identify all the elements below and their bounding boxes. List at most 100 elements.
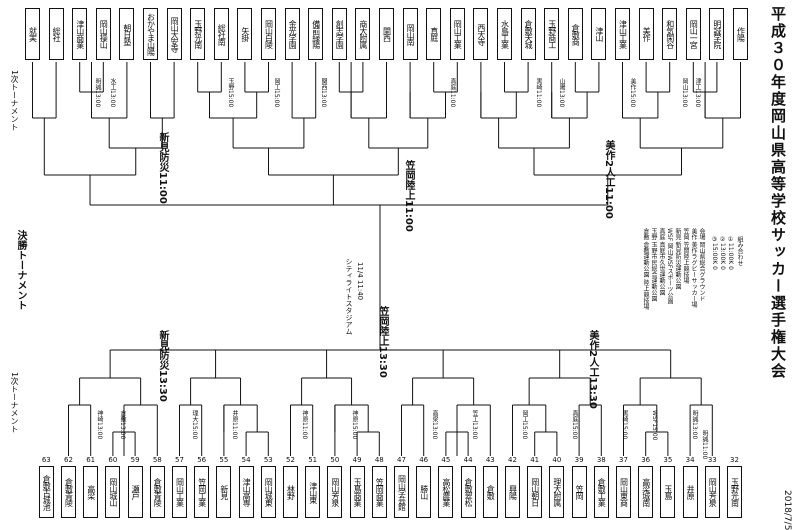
bottom-seed-number: 34 <box>685 456 695 464</box>
match-time-label: 関西13:00 <box>320 78 327 108</box>
team-name: 玉野光南 <box>730 478 740 506</box>
venue-top-left: 新見防災11:00 <box>157 132 168 204</box>
final-time: 11/4 11:40 <box>356 262 364 301</box>
team-name: 西大寺 <box>476 23 486 45</box>
bottom-seed-number: 42 <box>508 456 517 464</box>
venue-top-right: 美作2人工11:00 <box>603 140 614 219</box>
bottom-team-box: 倉敷青陵 <box>149 466 165 518</box>
match-time-label: 水工13:00 <box>109 78 116 108</box>
match-time-label: 岡工15:00 <box>273 78 280 108</box>
final-venue: シティライトスタジアム <box>345 258 353 335</box>
match-time-label: 黒崎11:00 <box>535 78 542 108</box>
bottom-seed-number: 33 <box>707 456 717 464</box>
team-name: 笠岡 <box>575 485 585 499</box>
bottom-team-box: 林野 <box>283 466 298 518</box>
match-time-label: 理大15:00 <box>191 410 198 440</box>
top-team-box: 朝日塾 <box>119 8 135 60</box>
bottom-seed-number: 54 <box>241 456 251 464</box>
match-time-label: 神原11:00 <box>301 410 308 440</box>
top-team-box: 玉野商工 <box>544 8 560 60</box>
team-name: 総社南 <box>217 23 227 45</box>
match-time-label: 美作15:00 <box>629 78 636 108</box>
top-team-box: 西大寺 <box>473 8 489 60</box>
bottom-seed-number: 51 <box>308 456 318 464</box>
team-name: 新見 <box>219 485 229 499</box>
team-name: 岡山城山 <box>108 478 118 506</box>
bottom-seed-number: 36 <box>641 456 651 464</box>
top-team-box: 水島工業 <box>497 8 512 60</box>
bottom-team-box: 津山東 <box>305 466 321 518</box>
team-name: 興陽 <box>508 485 518 499</box>
bottom-seed-number: 43 <box>485 456 495 464</box>
bottom-team-box: 玉野光南 <box>727 466 742 518</box>
venue-line: 笠岡 笠岡陸上競技場 <box>682 228 689 284</box>
match-time-label: 明誠13:00 <box>691 410 698 440</box>
team-name: 岡山南 <box>406 23 416 45</box>
team-name: 岡山大安寺 <box>170 16 180 52</box>
team-name: 就実 <box>28 27 38 41</box>
team-name: 倉敷青陵 <box>153 478 163 506</box>
top-team-box: 金光学園 <box>284 8 300 60</box>
schedule-line: ②13:00K 0 <box>719 236 726 270</box>
bottom-team-box: 倉敷翠松 <box>460 466 476 518</box>
top-team-box: 商大附属 <box>355 8 371 60</box>
team-name: 津山 <box>594 27 604 41</box>
page-title: 平成３０年度岡山県高等学校サッカー選手権大会 <box>769 6 787 380</box>
top-team-box: 岡山工業 <box>449 8 465 60</box>
top-team-box: 岡山一宮 <box>685 8 701 60</box>
team-name: 倉敷天城 <box>524 20 534 48</box>
top-team-box: 美作 <box>638 8 654 60</box>
team-name: 金光学園 <box>288 20 298 48</box>
bottom-seed-number: 58 <box>152 456 162 464</box>
bottom-team-box: 岡山芳泉 <box>704 466 720 518</box>
top-team-box: 備前緑陽 <box>308 8 324 60</box>
venue-top-mid: 笠岡陸上11:00 <box>403 160 414 232</box>
team-name: 岡山学芸館 <box>397 474 407 510</box>
top-team-box: 岡山操山 <box>95 8 111 60</box>
match-time-label: 真庭11:00 <box>449 78 456 108</box>
team-name: 笠岡商業 <box>375 478 385 506</box>
team-name: 朝日塾 <box>122 23 132 45</box>
team-name: 瀬戸 <box>131 485 141 499</box>
bottom-team-box: 岡山芳泉 <box>327 466 343 518</box>
schedule-line: ③15:00K 0 <box>711 236 718 270</box>
team-name: 岡山朝日 <box>530 478 540 506</box>
bottom-team-box: 岡山学芸館 <box>394 466 409 518</box>
top-team-box: 総社南 <box>213 8 229 60</box>
bottom-seed-number: 50 <box>330 456 340 464</box>
bottom-seed-number: 56 <box>197 456 207 464</box>
bottom-seed-number: 57 <box>175 456 184 464</box>
bottom-seed-number: 47 <box>397 456 406 464</box>
team-name: 岡山城東 <box>264 478 274 506</box>
bottom-seed-number: 60 <box>108 456 118 464</box>
team-name: 津山商業 <box>75 20 85 48</box>
bottom-team-box: 理大附属 <box>549 466 565 518</box>
bottom-team-box: 玉島 <box>660 466 676 518</box>
bottom-team-box: 津山高専 <box>238 466 254 518</box>
team-name: 岡山一宮 <box>689 20 699 48</box>
bottom-team-box: 岡山東商 <box>616 466 631 518</box>
team-name: 玉野商工 <box>547 20 557 48</box>
bottom-seed-number: 32 <box>730 456 739 464</box>
bottom-seed-number: 49 <box>352 456 362 464</box>
team-name: 明誠学院 <box>712 20 722 48</box>
team-name: 岡山芳泉 <box>330 478 340 506</box>
match-time-label: 岡山13:00 <box>681 78 688 108</box>
match-time-label: 津工13:00 <box>694 78 701 108</box>
bottom-team-box: 岡山工業 <box>172 466 187 518</box>
bottom-team-box: 笠岡商業 <box>371 466 387 518</box>
team-name: 津山工業 <box>618 20 628 48</box>
team-name: 高梁 <box>86 485 96 499</box>
team-name: 創志学園 <box>335 20 345 48</box>
bottom-team-box: 倉敷 <box>482 466 498 518</box>
team-name: 倉敷 <box>486 485 496 499</box>
bottom-seed-number: 41 <box>530 456 540 464</box>
bottom-team-box: 倉敷青陵 <box>61 466 76 518</box>
top-team-box: 真庭 <box>426 8 442 60</box>
top-team-box: 岡山大安寺 <box>166 8 182 60</box>
match-time-label: 倉敷13:00 <box>119 410 126 440</box>
top-team-box: 明誠学院 <box>709 8 725 60</box>
venue-line: 美作 美作ラグビーサッカー場 <box>690 228 697 308</box>
top-team-box: 玉野光南 <box>190 8 206 60</box>
bottom-seed-number: 61 <box>86 456 96 464</box>
